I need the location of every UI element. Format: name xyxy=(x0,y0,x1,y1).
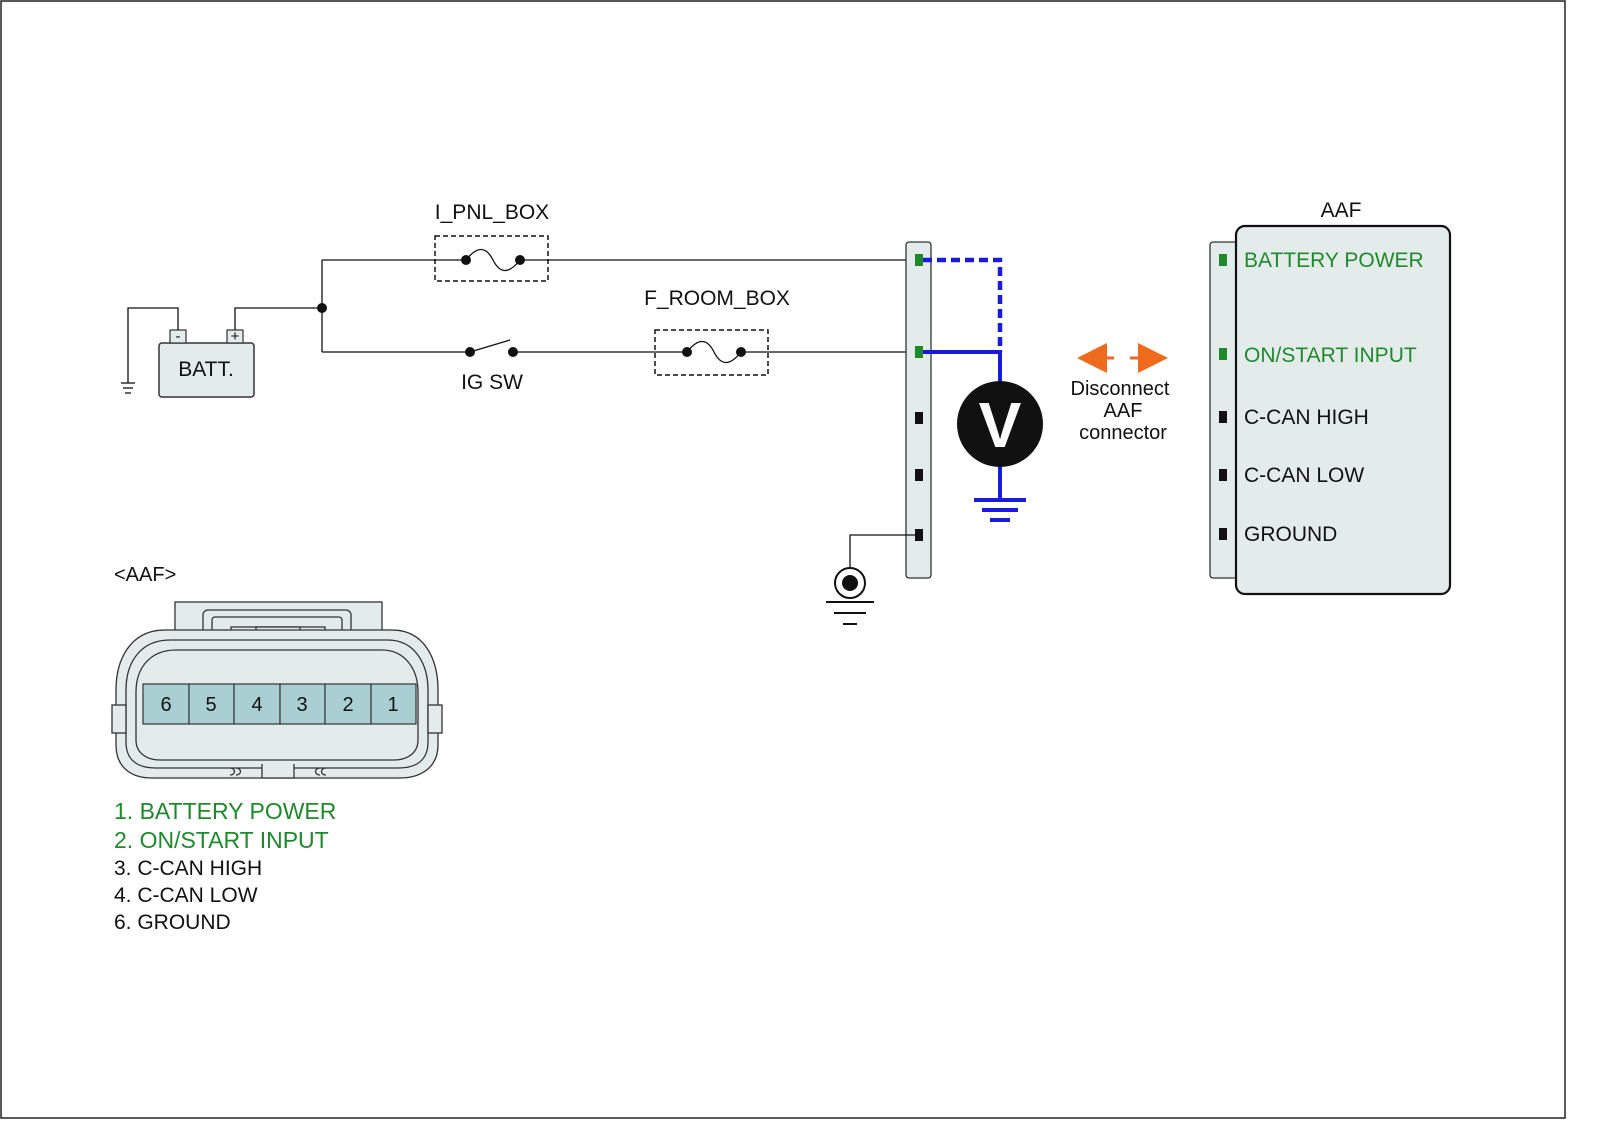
harness-pin-on-start-input xyxy=(915,346,923,358)
harness-pin-c-can-high xyxy=(915,412,923,424)
diagram-canvas: BATT. - + I_PNL_BOX IG SW xyxy=(0,0,1566,1119)
froom-box-fuse xyxy=(654,329,769,376)
module-label-c-can-high: C-CAN HIGH xyxy=(1244,406,1369,429)
legend-item-4: 4. C-CAN LOW xyxy=(114,884,258,907)
ig-switch-label: IG SW xyxy=(461,371,523,394)
connector-cavities: 6 5 4 3 2 1 xyxy=(142,683,417,725)
cavity-label-1: 1 xyxy=(387,694,398,716)
battery-negative-sign: - xyxy=(176,328,181,345)
page-frame xyxy=(0,0,1566,1119)
harness-connector xyxy=(905,241,932,579)
module-label-on-start-input: ON/START INPUT xyxy=(1244,344,1417,367)
disconnect-text-1: Disconnect xyxy=(1071,378,1170,400)
harness-pin-c-can-low xyxy=(915,469,923,481)
cavity-label-3: 3 xyxy=(296,694,307,716)
ipnl-box-fuse xyxy=(434,235,549,282)
battery-ground xyxy=(121,307,179,394)
battery-label: BATT. xyxy=(178,358,234,381)
wiring-diagram: BATT. - + I_PNL_BOX IG SW xyxy=(0,0,1566,1119)
cavity-4 xyxy=(233,683,281,725)
battery-feed-wire xyxy=(234,259,918,353)
froom-box-label: F_ROOM_BOX xyxy=(644,287,790,310)
voltmeter-symbol: V xyxy=(979,389,1022,461)
voltmeter-probe-wires xyxy=(923,257,1026,522)
body-ground xyxy=(826,534,915,625)
cavity-label-4: 4 xyxy=(251,694,262,716)
module-pin-ground xyxy=(1219,528,1227,540)
module-pin-on-start-input xyxy=(1219,348,1227,360)
cavity-label-2: 2 xyxy=(342,694,353,716)
connector-title: <AAF> xyxy=(114,564,176,586)
harness-pin-ground xyxy=(915,529,923,541)
legend-item-6: 6. GROUND xyxy=(114,911,231,934)
battery: BATT. - + xyxy=(158,328,255,398)
legend-item-3: 3. C-CAN HIGH xyxy=(114,857,262,880)
cavity-2 xyxy=(324,683,372,725)
cavity-1 xyxy=(370,683,417,725)
aaf-module: BATTERY POWER ON/START INPUT C-CAN HIGH … xyxy=(1209,224,1452,596)
module-pin-battery-power xyxy=(1219,254,1227,266)
legend-item-1: 1. BATTERY POWER xyxy=(114,798,336,824)
disconnect-text-3: connector xyxy=(1079,422,1167,444)
battery-positive-sign: + xyxy=(231,328,240,345)
module-pin-c-can-high xyxy=(1219,411,1227,423)
disconnect-text-2: AAF xyxy=(1104,400,1143,422)
ig-switch xyxy=(465,339,518,357)
cavity-6 xyxy=(142,683,190,725)
ipnl-box-label: I_PNL_BOX xyxy=(435,201,549,224)
module-label-ground: GROUND xyxy=(1244,523,1337,546)
cavity-label-5: 5 xyxy=(205,694,216,716)
module-label-battery-power: BATTERY POWER xyxy=(1244,249,1424,272)
legend-item-2: 2. ON/START INPUT xyxy=(114,827,329,853)
module-pin-c-can-low xyxy=(1219,469,1227,481)
cavity-label-6: 6 xyxy=(160,694,171,716)
voltmeter: V xyxy=(957,381,1043,467)
aaf-module-title: AAF xyxy=(1321,199,1362,222)
splice-point xyxy=(317,303,327,313)
module-label-c-can-low: C-CAN LOW xyxy=(1244,464,1364,487)
harness-pin-battery-power xyxy=(915,254,923,266)
cavity-3 xyxy=(279,683,326,725)
pin-legend: 1. BATTERY POWER 2. ON/START INPUT 3. C-… xyxy=(114,798,336,934)
